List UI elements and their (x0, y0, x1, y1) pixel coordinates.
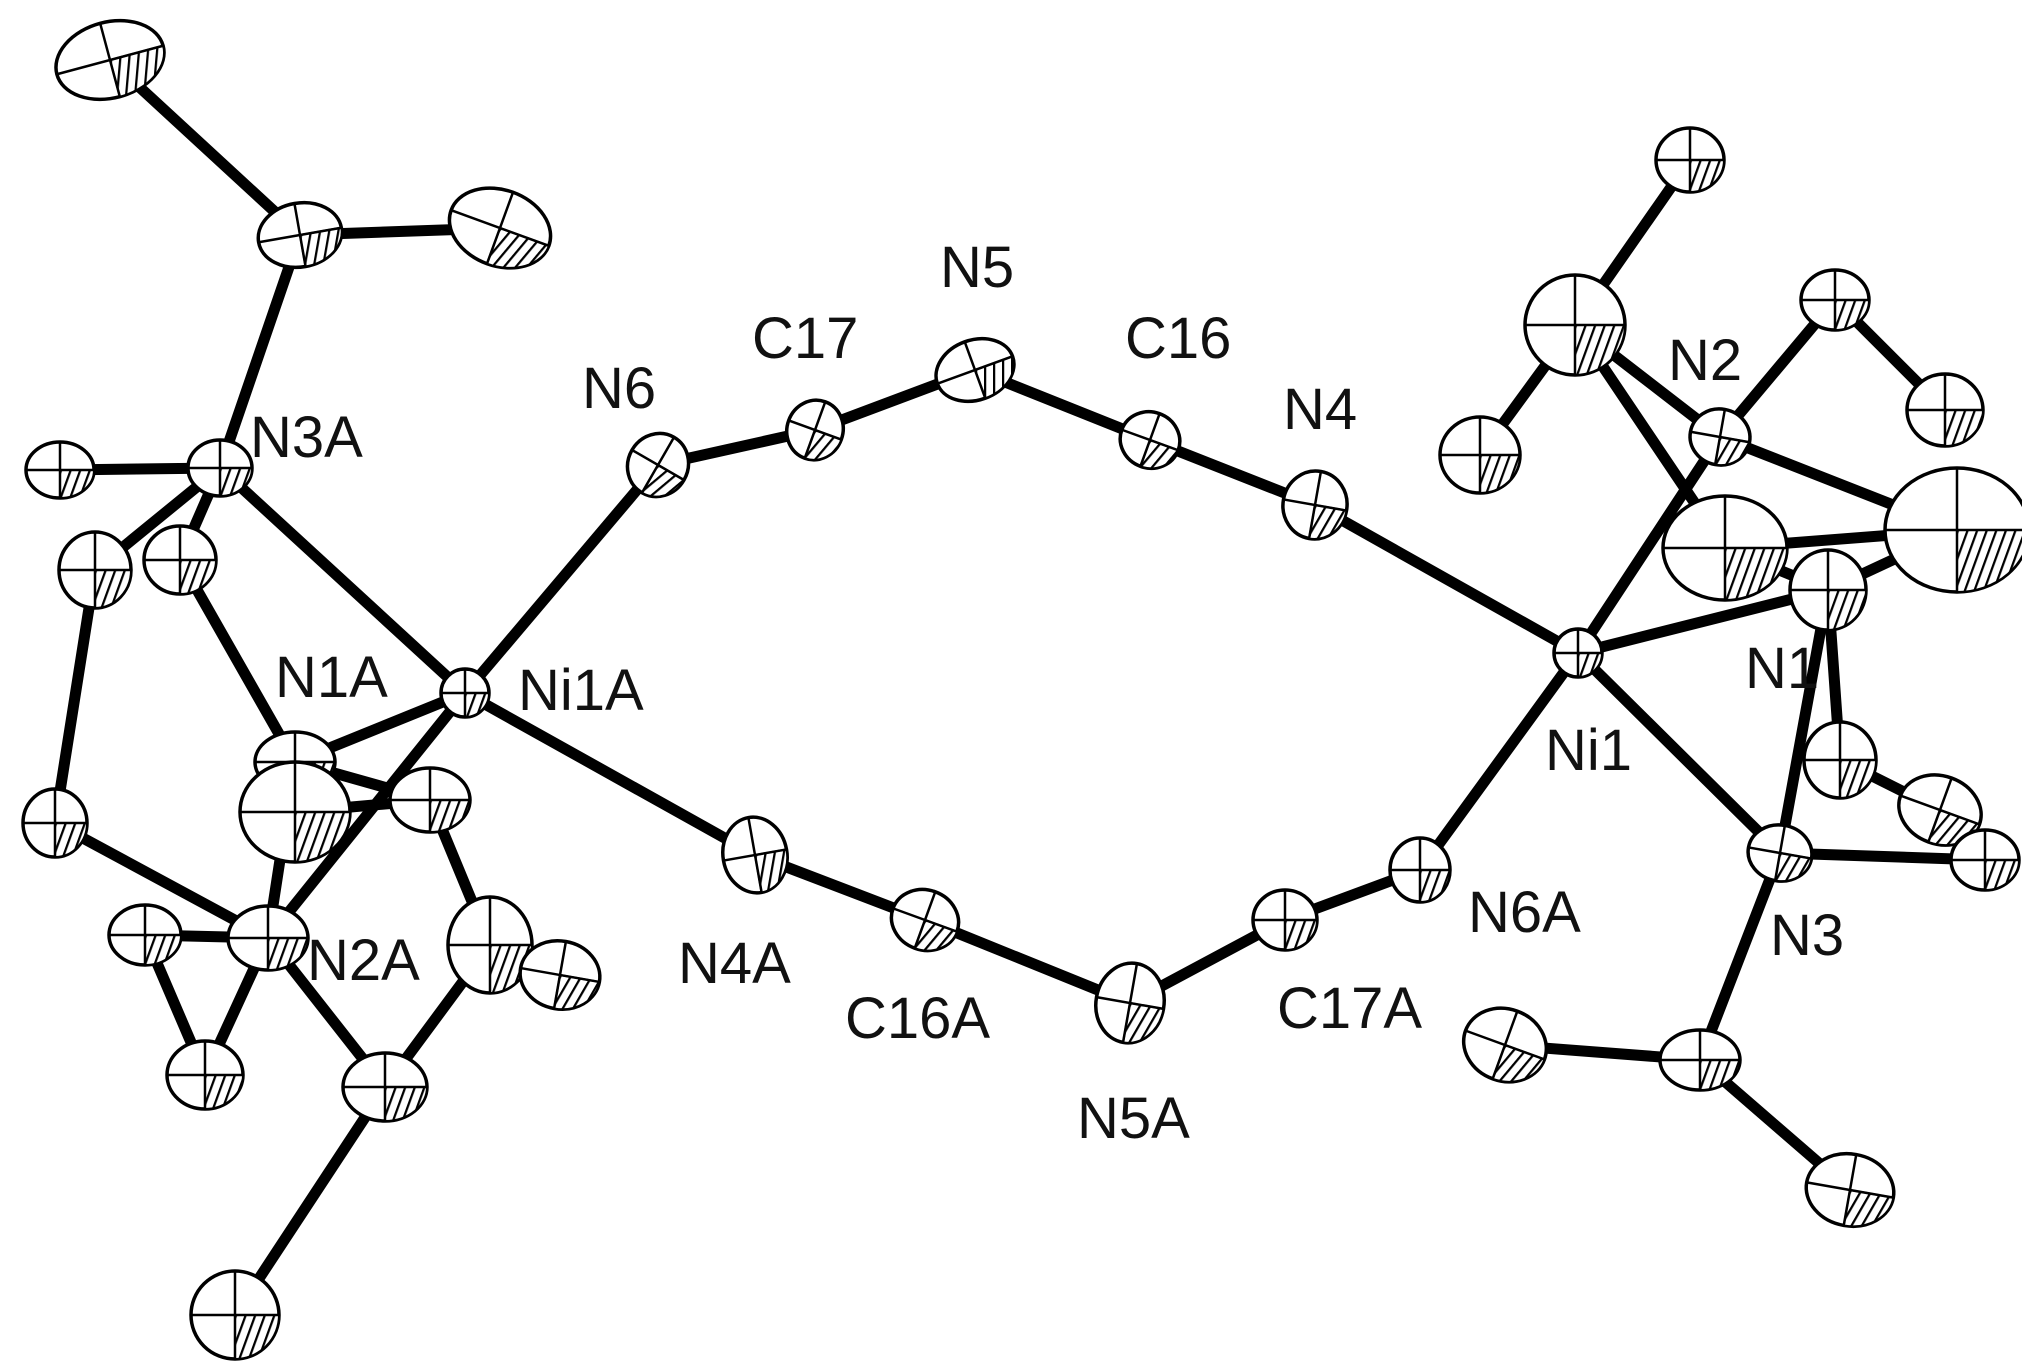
atom-ellipsoid-N2A (226, 904, 310, 972)
label-N3A: N3A (250, 405, 363, 470)
atom-ellipsoid-N2 (1688, 407, 1752, 467)
label-N3: N3 (1770, 903, 1844, 968)
label-Ni1A: Ni1A (518, 658, 644, 723)
atom-ellipsoid-b_big3 (1883, 466, 2022, 594)
label-C16A: C16A (845, 986, 990, 1051)
atom-ellipsoid-a_mid1 (238, 760, 352, 864)
atom-ellipsoid-Ni1A (439, 667, 491, 719)
bond-N4-Ni1 (1309, 499, 1584, 659)
atom-ellipsoid-b_r3 (1949, 828, 2021, 892)
atom-ellipsoid-b_l3 (1461, 1006, 1549, 1084)
bond-a_l2-a_l4 (49, 564, 101, 829)
label-N5A: N5A (1077, 1086, 1190, 1151)
label-N5: N5 (940, 235, 1014, 300)
atom-ellipsoid-C16A (889, 887, 961, 953)
atom-ellipsoid-a_bb (189, 1269, 281, 1361)
atom-ellipsoid-N4A (721, 815, 789, 895)
atom-ellipsoid-b_top (1654, 126, 1726, 194)
atom-ellipsoid-N5A (1094, 961, 1166, 1045)
atom-ellipsoid-C17 (785, 398, 845, 462)
atom-ellipsoid-b_r1 (1802, 720, 1878, 800)
bond-N6A-Ni1 (1414, 647, 1584, 876)
atom-ellipsoid-N1 (1788, 548, 1868, 632)
atom-ellipsoid-a_r (447, 186, 553, 270)
atom-ellipsoid-a_l3 (142, 524, 218, 596)
atom-ellipsoid-Ni1 (1552, 627, 1604, 679)
atom-ellipsoid-b_big1 (1523, 273, 1627, 377)
label-C16: C16 (1125, 306, 1231, 371)
bond-Ni1A-N4A (459, 687, 761, 861)
label-N1A: N1A (275, 645, 388, 710)
atom-ellipsoid-C16 (1118, 410, 1182, 470)
atom-labels: N3A N6 C17 N5 C16 N4 N2 N1A Ni1A N1 Ni1 … (250, 235, 1844, 1151)
atom-ellipsoid-N3 (1746, 823, 1814, 883)
atom-ellipsoid-N6A (1388, 836, 1452, 904)
bond-a_l4-N2A (49, 817, 274, 944)
bond-a_l3-N1A (174, 554, 301, 768)
atom-ellipsoid-b_l (1438, 415, 1522, 495)
label-N1: N1 (1745, 636, 1819, 701)
atom-ellipsoid-a_top (54, 18, 166, 102)
label-N6: N6 (582, 356, 656, 421)
label-N2: N2 (1668, 328, 1742, 393)
label-C17: C17 (752, 306, 858, 371)
atom-ellipsoid-b_c3 (1658, 1028, 1742, 1092)
atoms-layer (21, 18, 2022, 1361)
atom-ellipsoid-N4 (1281, 469, 1349, 541)
atom-ellipsoid-b_big2 (1661, 494, 1789, 602)
atom-ellipsoid-b_tr2 (1905, 372, 1985, 448)
atom-ellipsoid-a_bl1 (107, 903, 183, 967)
bond-N3-b_c3 (1694, 847, 1786, 1066)
atom-ellipsoid-a_l4 (21, 787, 89, 859)
bond-N3A-a_cmA (214, 229, 306, 474)
label-N4: N4 (1283, 377, 1357, 442)
atom-ellipsoid-a_bm (341, 1051, 429, 1123)
label-N2A: N2A (307, 928, 420, 993)
bond-Ni1A-N2A (262, 687, 471, 944)
atom-ellipsoid-N6 (625, 431, 691, 499)
bond-Ni1-N3 (1572, 647, 1786, 859)
label-N4A: N4A (678, 931, 791, 996)
atom-ellipsoid-a_bl2 (165, 1039, 245, 1111)
atom-ellipsoid-b_bb (1804, 1151, 1896, 1229)
atom-ellipsoid-N3A (186, 438, 254, 498)
label-Ni1: Ni1 (1545, 718, 1632, 783)
atom-ellipsoid-N5 (934, 336, 1016, 404)
bond-Ni1A-N6 (459, 459, 664, 699)
atom-ellipsoid-C17A (1251, 888, 1319, 952)
atom-ellipsoid-a_b1 (446, 895, 534, 995)
bond-Ni1-N2 (1572, 431, 1726, 659)
atom-ellipsoid-a_l2 (57, 530, 133, 610)
atom-ellipsoid-a_mid2 (388, 766, 472, 834)
atom-ellipsoid-a_b2 (518, 939, 602, 1011)
atom-ellipsoid-a_l1 (24, 440, 96, 500)
label-N6A: N6A (1468, 880, 1581, 945)
bond-C16A-N5A (919, 914, 1136, 1009)
label-C17A: C17A (1277, 976, 1422, 1041)
atom-ellipsoid-b_tr1 (1799, 268, 1871, 332)
bond-Ni1A-N3A (214, 462, 471, 699)
atom-ellipsoid-a_cmA (256, 200, 344, 270)
bond-N1-N3 (1774, 584, 1834, 859)
bond-Ni1-N1 (1572, 584, 1834, 659)
